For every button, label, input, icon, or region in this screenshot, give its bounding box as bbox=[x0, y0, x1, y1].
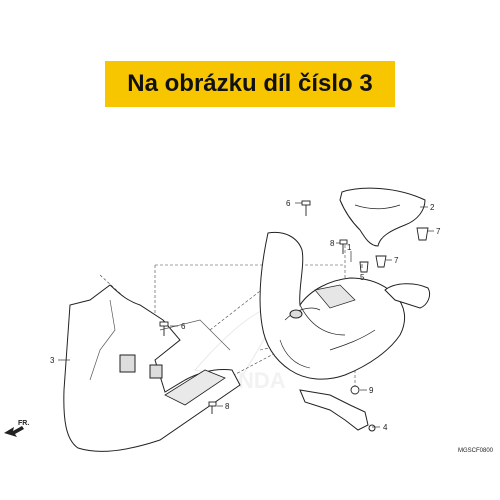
clip-5 bbox=[359, 261, 369, 273]
callout-8-bottom: 8 bbox=[225, 402, 230, 411]
bolt-8-top bbox=[339, 239, 348, 254]
callout-7-right: 7 bbox=[436, 227, 441, 236]
callout-5: 5 bbox=[360, 273, 365, 282]
direction-label: FR. bbox=[18, 420, 29, 427]
front-direction-arrow-icon bbox=[4, 426, 24, 437]
banner-text: Na obrázku díl číslo 3 bbox=[127, 70, 373, 97]
callout-7-mid: 7 bbox=[394, 256, 399, 265]
callout-8-top: 8 bbox=[330, 239, 335, 248]
part-1-front-cover bbox=[259, 231, 406, 380]
diagram-code: MGSCF0800 bbox=[458, 448, 494, 454]
part-2-top-cover bbox=[339, 187, 426, 247]
clip-7-mid bbox=[375, 255, 387, 268]
callout-2: 2 bbox=[430, 203, 435, 212]
part-number-banner: Na obrázku díl číslo 3 bbox=[105, 61, 395, 107]
callout-3: 3 bbox=[50, 356, 55, 365]
part-4-bracket bbox=[299, 389, 376, 432]
bolt-6-top bbox=[301, 200, 311, 216]
fasteners bbox=[159, 200, 429, 414]
callout-6-left: 6 bbox=[181, 322, 186, 331]
callout-9: 9 bbox=[369, 386, 374, 395]
callout-6-top: 6 bbox=[286, 199, 291, 208]
callout-1: 1 bbox=[347, 243, 352, 252]
clip-7-right bbox=[416, 227, 429, 241]
side-handle bbox=[384, 283, 431, 309]
callout-4: 4 bbox=[383, 423, 388, 432]
bolt-6-left bbox=[159, 321, 169, 336]
callouts bbox=[58, 202, 434, 428]
nut-9 bbox=[350, 385, 360, 395]
part-3-inner-cover bbox=[63, 284, 241, 452]
bolt-8-bottom bbox=[208, 401, 217, 414]
